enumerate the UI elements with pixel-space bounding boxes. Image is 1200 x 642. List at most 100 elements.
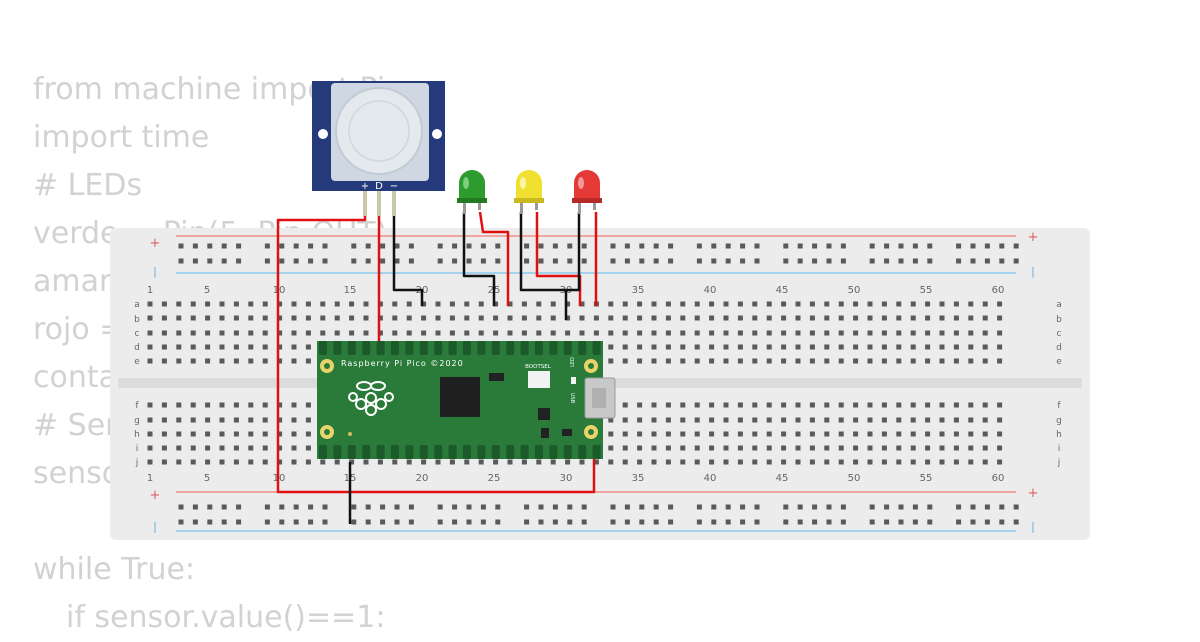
breadboard-hole[interactable]: [925, 445, 931, 451]
breadboard-hole[interactable]: [449, 301, 455, 307]
breadboard-hole[interactable]: [665, 445, 671, 451]
breadboard-hole[interactable]: [982, 358, 988, 364]
breadboard-hole[interactable]: [264, 519, 270, 525]
breadboard-hole[interactable]: [997, 459, 1003, 465]
pico-pin-bottom[interactable]: [563, 445, 572, 459]
breadboard-hole[interactable]: [853, 459, 859, 465]
breadboard-hole[interactable]: [754, 258, 760, 264]
breadboard-hole[interactable]: [507, 301, 513, 307]
breadboard-hole[interactable]: [147, 344, 153, 350]
breadboard-hole[interactable]: [536, 301, 542, 307]
breadboard-hole[interactable]: [781, 417, 787, 423]
breadboard-hole[interactable]: [161, 459, 167, 465]
breadboard-hole[interactable]: [622, 459, 628, 465]
breadboard-hole[interactable]: [881, 344, 887, 350]
breadboard-hole[interactable]: [910, 417, 916, 423]
breadboard-hole[interactable]: [711, 258, 717, 264]
breadboard-hole[interactable]: [639, 504, 645, 510]
breadboard-hole[interactable]: [927, 519, 933, 525]
breadboard-hole[interactable]: [552, 258, 558, 264]
breadboard-hole[interactable]: [464, 315, 470, 321]
breadboard-hole[interactable]: [970, 258, 976, 264]
breadboard-hole[interactable]: [291, 344, 297, 350]
breadboard-hole[interactable]: [305, 344, 311, 350]
breadboard-hole[interactable]: [279, 519, 285, 525]
pir-sensor[interactable]: + D −: [312, 81, 445, 216]
breadboard-hole[interactable]: [567, 504, 573, 510]
breadboard-hole[interactable]: [392, 301, 398, 307]
breadboard-hole[interactable]: [264, 243, 270, 249]
breadboard-hole[interactable]: [840, 504, 846, 510]
pico-pin-bottom[interactable]: [448, 445, 457, 459]
breadboard-hole[interactable]: [233, 358, 239, 364]
breadboard-hole[interactable]: [178, 504, 184, 510]
breadboard-hole[interactable]: [248, 459, 254, 465]
breadboard-hole[interactable]: [668, 258, 674, 264]
breadboard-hole[interactable]: [377, 315, 383, 321]
breadboard-hole[interactable]: [781, 315, 787, 321]
breadboard-hole[interactable]: [939, 358, 945, 364]
breadboard-hole[interactable]: [968, 330, 974, 336]
pico-pin-bottom[interactable]: [477, 445, 486, 459]
breadboard-hole[interactable]: [884, 243, 890, 249]
breadboard-hole[interactable]: [680, 445, 686, 451]
breadboard-hole[interactable]: [651, 417, 657, 423]
breadboard-hole[interactable]: [809, 417, 815, 423]
pico-pin-top[interactable]: [434, 341, 443, 355]
pico-pin-top[interactable]: [405, 341, 414, 355]
breadboard-hole[interactable]: [190, 358, 196, 364]
breadboard-hole[interactable]: [781, 301, 787, 307]
breadboard-hole[interactable]: [812, 243, 818, 249]
breadboard-hole[interactable]: [867, 344, 873, 350]
breadboard-hole[interactable]: [205, 301, 211, 307]
breadboard-hole[interactable]: [925, 402, 931, 408]
wires[interactable]: [276, 211, 598, 524]
breadboard-hole[interactable]: [581, 519, 587, 525]
breadboard-hole[interactable]: [809, 315, 815, 321]
breadboard-hole[interactable]: [221, 519, 227, 525]
breadboard-hole[interactable]: [737, 358, 743, 364]
breadboard-hole[interactable]: [536, 315, 542, 321]
pico-pin-bottom[interactable]: [376, 445, 385, 459]
breadboard-hole[interactable]: [291, 315, 297, 321]
breadboard-hole[interactable]: [723, 301, 729, 307]
breadboard-hole[interactable]: [452, 258, 458, 264]
breadboard-hole[interactable]: [910, 445, 916, 451]
breadboard-hole[interactable]: [737, 445, 743, 451]
breadboard-hole[interactable]: [478, 459, 484, 465]
breadboard-hole[interactable]: [524, 243, 530, 249]
breadboard-hole[interactable]: [610, 258, 616, 264]
breadboard-hole[interactable]: [953, 344, 959, 350]
breadboard-hole[interactable]: [668, 519, 674, 525]
breadboard-hole[interactable]: [653, 243, 659, 249]
breadboard-hole[interactable]: [637, 315, 643, 321]
breadboard-hole[interactable]: [408, 243, 414, 249]
breadboard-hole[interactable]: [147, 301, 153, 307]
breadboard-hole[interactable]: [567, 243, 573, 249]
breadboard-hole[interactable]: [651, 301, 657, 307]
breadboard-hole[interactable]: [538, 504, 544, 510]
breadboard-hole[interactable]: [997, 315, 1003, 321]
breadboard-hole[interactable]: [766, 315, 772, 321]
breadboard-hole[interactable]: [867, 315, 873, 321]
breadboard-hole[interactable]: [452, 504, 458, 510]
breadboard-hole[interactable]: [812, 519, 818, 525]
breadboard-hole[interactable]: [207, 519, 213, 525]
breadboard-hole[interactable]: [680, 315, 686, 321]
breadboard-hole[interactable]: [221, 243, 227, 249]
breadboard-hole[interactable]: [639, 258, 645, 264]
breadboard-hole[interactable]: [579, 301, 585, 307]
breadboard-hole[interactable]: [651, 330, 657, 336]
breadboard-hole[interactable]: [593, 315, 599, 321]
pico-pin-bottom[interactable]: [491, 445, 500, 459]
breadboard-hole[interactable]: [190, 431, 196, 437]
breadboard-hole[interactable]: [622, 358, 628, 364]
pico-pin-top[interactable]: [491, 341, 500, 355]
breadboard-hole[interactable]: [608, 330, 614, 336]
breadboard-hole[interactable]: [394, 243, 400, 249]
breadboard-hole[interactable]: [694, 301, 700, 307]
breadboard-hole[interactable]: [190, 459, 196, 465]
breadboard-hole[interactable]: [365, 504, 371, 510]
pico-pin-top[interactable]: [391, 341, 399, 355]
breadboard-hole[interactable]: [176, 402, 182, 408]
